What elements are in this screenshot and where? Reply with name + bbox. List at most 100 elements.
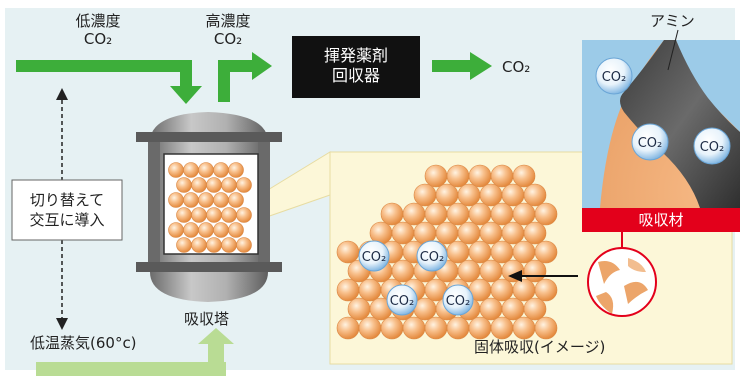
switch-label-box <box>11 179 123 241</box>
absorbent-sphere <box>168 192 184 208</box>
amine-co2-bubble: CO₂ <box>693 127 731 165</box>
absorbent-sphere <box>358 278 382 302</box>
absorbent-sphere <box>336 278 360 302</box>
absorbent-sphere <box>221 207 237 223</box>
absorbent-sphere <box>479 183 503 207</box>
magnified-circle <box>587 222 657 317</box>
absorbent-sphere <box>236 177 252 193</box>
absorbent-sphere <box>206 177 222 193</box>
svg-text:CO₂: CO₂ <box>362 250 387 265</box>
absorbent-sphere <box>391 221 415 245</box>
steam-label: 低温蒸気(60°c) <box>30 334 137 352</box>
high-conc-label-line2: CO₂ <box>213 30 243 48</box>
absorbent-sphere <box>446 316 470 340</box>
absorbent-sphere <box>191 177 207 193</box>
absorbent-sphere <box>479 221 503 245</box>
absorbent-sphere <box>457 259 481 283</box>
absorbent-sphere <box>468 164 492 188</box>
amine-co2-bubble: CO₂ <box>595 57 633 95</box>
absorbent-sphere <box>424 164 448 188</box>
absorbent-sphere <box>501 221 525 245</box>
absorbent-sphere <box>358 316 382 340</box>
absorbent-sphere <box>523 259 547 283</box>
tower-sphere-bed <box>168 162 252 253</box>
absorbent-sphere <box>468 240 492 264</box>
absorbent-sphere <box>228 222 244 238</box>
absorbent-sphere <box>402 202 426 226</box>
absorbent-sphere <box>168 162 184 178</box>
absorbent-sphere <box>446 202 470 226</box>
absorbent-sphere <box>501 183 525 207</box>
absorbent-sphere <box>183 162 199 178</box>
absorbent-sphere <box>183 222 199 238</box>
recovery-label-line1: 揮発薬剤 <box>323 46 388 65</box>
absorbent-sphere <box>446 164 470 188</box>
absorbent-sphere <box>424 316 448 340</box>
solid-co2-bubble: CO₂ <box>416 240 448 272</box>
absorbent-sphere <box>236 207 252 223</box>
absorbent-sphere <box>213 222 229 238</box>
svg-text:CO₂: CO₂ <box>638 136 663 151</box>
recovery-label-line2: 回収器 <box>331 66 380 85</box>
absorbent-sphere <box>236 237 252 253</box>
absorbent-sphere <box>213 162 229 178</box>
absorbent-sphere <box>183 192 199 208</box>
absorbent-sphere <box>534 316 558 340</box>
solid-co2-bubble: CO₂ <box>442 284 474 316</box>
switch-double-arrow <box>56 88 68 330</box>
absorbent-sphere <box>176 237 192 253</box>
solid-absorption-label: 固体吸収(イメージ) <box>474 338 606 356</box>
absorbent-sphere <box>228 192 244 208</box>
absorbent-sphere <box>490 164 514 188</box>
absorbent-sphere <box>534 278 558 302</box>
solid-co2-bubble: CO₂ <box>386 284 418 316</box>
low-conc-arrow <box>16 60 202 104</box>
svg-text:CO₂: CO₂ <box>700 140 725 155</box>
absorbent-sphere <box>168 222 184 238</box>
high-conc-label-line1: 高濃度 <box>205 12 251 30</box>
absorbent-sphere <box>347 297 371 321</box>
absorbent-sphere <box>457 221 481 245</box>
absorbent-sphere <box>228 162 244 178</box>
absorbent-sphere <box>176 177 192 193</box>
svg-text:CO₂: CO₂ <box>420 250 445 265</box>
recovery-label: 揮発薬剤 回収器 <box>292 46 420 86</box>
absorbent-sphere <box>191 207 207 223</box>
absorbent-sphere <box>512 202 536 226</box>
absorbent-sphere <box>198 162 214 178</box>
svg-text:CO₂: CO₂ <box>390 294 415 309</box>
absorbent-sphere <box>523 297 547 321</box>
absorbent-sphere <box>380 202 404 226</box>
absorbent-sphere <box>391 259 415 283</box>
absorbent-sphere <box>213 192 229 208</box>
absorbent-sphere <box>221 237 237 253</box>
absorbent-label: 吸収材 <box>638 211 684 229</box>
absorbent-sphere <box>198 192 214 208</box>
absorbent-sphere <box>523 221 547 245</box>
absorbent-sphere <box>534 240 558 264</box>
absorbent-sphere <box>490 240 514 264</box>
amine-label: アミン <box>650 12 695 30</box>
absorbent-sphere <box>468 316 492 340</box>
switch-label-line2: 交互に導入 <box>29 211 105 229</box>
absorbent-sphere <box>468 202 492 226</box>
recovery-box <box>292 36 420 98</box>
amine-co2-bubble: CO₂ <box>631 123 669 161</box>
absorbent-sphere <box>534 202 558 226</box>
svg-text:CO₂: CO₂ <box>602 70 627 85</box>
absorbent-sphere <box>512 164 536 188</box>
absorbent-sphere <box>402 316 426 340</box>
absorbent-sphere <box>206 207 222 223</box>
output-co2-label: CO₂ <box>502 58 531 76</box>
amine-leader-line <box>667 29 679 71</box>
absorbent-sphere <box>512 240 536 264</box>
low-conc-label: 低濃度 CO₂ <box>68 12 128 48</box>
absorbent-label-bar <box>582 208 740 232</box>
absorbent-sphere <box>413 183 437 207</box>
absorbent-sphere <box>446 240 470 264</box>
svg-text:CO₂: CO₂ <box>446 294 471 309</box>
low-conc-label-line1: 低濃度 <box>75 12 121 30</box>
absorbent-sphere <box>512 316 536 340</box>
